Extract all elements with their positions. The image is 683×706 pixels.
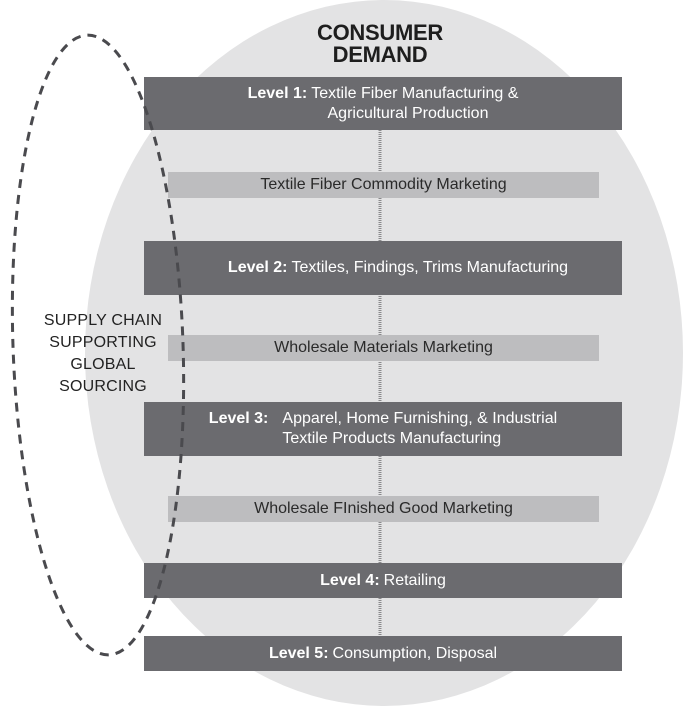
level-1-bar: Level 1:Textile Fiber Manufacturing & Ag…: [144, 77, 622, 130]
marketing-bar-3: Wholesale FInished Good Marketing: [168, 496, 599, 522]
level-3-text: Apparel, Home Furnishing, & Industrial: [282, 410, 558, 427]
title-line-2: DEMAND: [332, 42, 428, 67]
level-4-label: Level 4:: [320, 571, 380, 589]
level-5-bar: Level 5:Consumption, Disposal: [144, 636, 622, 671]
level-1-label: Level 1:: [247, 84, 308, 102]
side-label-line-3: GLOBAL: [70, 356, 136, 373]
level-1-text: Textile Fiber Manufacturing &: [311, 84, 519, 102]
level-3-label: Level 3:: [208, 410, 269, 427]
level-5-label: Level 5:: [268, 644, 329, 662]
title-line-1: CONSUMER: [317, 20, 443, 45]
level-4-bar: Level 4:Retailing: [144, 563, 622, 598]
consumer-demand-title: CONSUMER DEMAND: [280, 22, 480, 66]
level-3-text-2: Textile Products Manufacturing: [282, 430, 502, 447]
level-1-text-2: Agricultural Production: [327, 104, 489, 122]
level-3-bar: Level 3: Apparel, Home Furnishing, & Ind…: [144, 402, 622, 456]
level-2-bar: Level 2:Textiles, Findings, Trims Manufa…: [144, 241, 622, 295]
level-5-text: Consumption, Disposal: [332, 644, 498, 662]
level-2-label: Level 2:: [227, 259, 288, 276]
side-label-line-1: SUPPLY CHAIN: [43, 312, 163, 329]
level-2-text: Textiles, Findings, Trims Manufacturing: [291, 259, 569, 276]
side-label-line-2: SUPPORTING: [49, 334, 157, 351]
marketing-bar-2: Wholesale Materials Marketing: [168, 335, 599, 361]
side-label-line-4: SOURCING: [59, 378, 147, 395]
level-4-text: Retailing: [383, 571, 446, 589]
supply-chain-label: SUPPLY CHAIN SUPPORTING GLOBAL SOURCING: [18, 310, 188, 398]
marketing-bar-1: Textile Fiber Commodity Marketing: [168, 172, 599, 198]
